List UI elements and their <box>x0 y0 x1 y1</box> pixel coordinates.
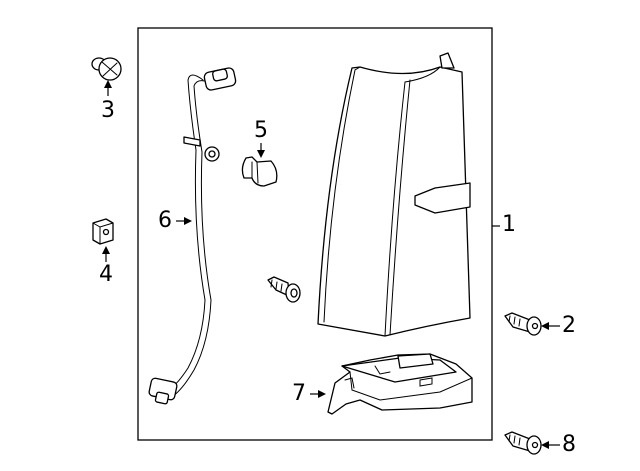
callout-8: 8 <box>562 432 576 457</box>
wiring-harness-icon <box>148 67 237 405</box>
assembly-frame <box>137 27 493 441</box>
callout-3: 3 <box>101 98 115 123</box>
callout-8-arrow <box>541 441 560 449</box>
lamp-screw-icon <box>267 276 301 303</box>
callout-6: 6 <box>158 208 172 233</box>
callout-4: 4 <box>99 262 113 287</box>
bulb-icon <box>241 156 278 187</box>
callout-3-arrow <box>104 80 112 96</box>
callout-7-arrow <box>310 390 326 398</box>
mounting-bracket-icon <box>327 353 473 415</box>
callout-5-arrow <box>257 143 265 158</box>
callout-4-arrow <box>102 246 110 262</box>
callout-7: 7 <box>292 381 306 406</box>
callout-6-arrow <box>176 217 192 225</box>
nut-clip-icon <box>92 218 114 245</box>
callout-1: 1 <box>502 212 516 237</box>
tail-lamp-assembly-icon <box>317 52 471 337</box>
push-pin-retainer-icon <box>91 57 122 81</box>
callout-2-arrow <box>541 322 560 330</box>
screw-icon-8 <box>504 431 542 455</box>
screw-icon-2 <box>504 312 542 336</box>
callout-2: 2 <box>562 313 576 338</box>
callout-5: 5 <box>254 118 268 143</box>
